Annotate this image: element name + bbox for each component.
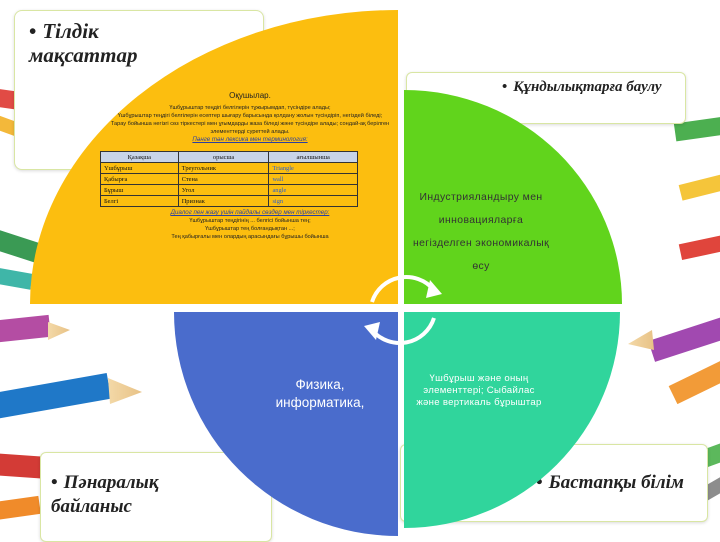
dialog-line-1: Үшбұрыштар теңдігінің ... белгісі бойынш… xyxy=(189,218,311,224)
table-row: Белгі Признак sign xyxy=(100,195,358,207)
dialog-line-3: Тең қабырғалы мен олардың арасындағы бұр… xyxy=(171,234,329,240)
dialog-title: Диалог пен жазу үшін пайдалы сөздер мен … xyxy=(170,209,330,216)
objective-line-1: Үшбұрыштар теңдігі белгілерін тұжырымдап… xyxy=(169,105,331,111)
vocab-cell: Угол xyxy=(177,184,270,196)
green-segment-text: Индустрияландыру мен инновацияларға негі… xyxy=(412,192,550,272)
vocab-cell: Стена xyxy=(177,173,270,185)
vocab-cell: Треугольник xyxy=(177,162,270,174)
card-interdisciplinary-text: Пәнаралық байланыс xyxy=(51,472,159,517)
vocab-cell: Қабырға xyxy=(100,173,179,185)
vocab-table: Қазақша орысша ағылшынша Үшбұрыш Треугол… xyxy=(100,151,358,207)
vocab-cell: Үшбұрыш xyxy=(100,162,179,174)
vocab-header-russian: орысша xyxy=(177,151,270,163)
vocab-header-english: ағылшынша xyxy=(268,151,358,163)
table-row: Қабырға Стена wall xyxy=(100,173,358,185)
table-row: Бұрыш Угол angle xyxy=(100,184,358,196)
objective-line-2: Үшбұрыштар теңдігі белгілерін есептер шы… xyxy=(117,113,383,119)
card-language-goals-text: Тілдік мақсаттар xyxy=(29,19,138,67)
pencil-orange-bottom xyxy=(0,495,41,521)
objective-line-3: Тарау бойынша негізгі сөз тіркестері мен… xyxy=(110,121,390,135)
blue-segment-text: Физика, информатика, xyxy=(275,377,365,410)
vocab-cell: sign xyxy=(268,195,358,207)
pencil-blue-left xyxy=(0,373,142,422)
segment-green xyxy=(404,90,622,304)
card-prior-knowledge-text: Бастапқы білім xyxy=(548,472,684,493)
vocab-header-row: Қазақша орысша ағылшынша xyxy=(100,151,358,163)
yellow-segment-content: Оқушылар. Үшбұрыштар теңдігі белгілерін … xyxy=(100,90,400,241)
vocab-cell: Белгі xyxy=(100,195,179,207)
pencil-purple-right xyxy=(628,316,720,362)
segment-teal xyxy=(404,312,620,528)
card-interdisciplinary: •Пәнаралық байланыс xyxy=(40,452,272,542)
pencil-red-right xyxy=(678,233,720,260)
pencil-orange-right xyxy=(668,359,720,405)
vocab-cell: Признак xyxy=(177,195,270,207)
vocab-cell: wall xyxy=(268,173,358,185)
card-values-text: Құндылықтарға баулу xyxy=(513,79,662,95)
vocab-cell: Бұрыш xyxy=(100,184,179,196)
dialog-line-2: Үшбұрыштар тең болғандықтан ...; xyxy=(205,226,295,232)
vocab-cell: Triangle xyxy=(268,162,358,174)
objectives-heading: Оқушылар. xyxy=(229,91,271,100)
teal-segment-text: Үшбұрыш және оның элементтері; Сыбайлас … xyxy=(416,373,542,408)
vocab-cell: angle xyxy=(268,184,358,196)
pencil-teal-left xyxy=(0,266,34,290)
vocab-header-kazakh: Қазақша xyxy=(100,151,179,163)
circular-arrows-icon xyxy=(364,275,442,345)
pencil-purple-left xyxy=(0,314,70,344)
pencil-green-right xyxy=(673,115,720,142)
table-row: Үшбұрыш Треугольник Triangle xyxy=(100,162,358,174)
vocab-title: Пәнге тән лексика мен терминология: xyxy=(192,136,308,143)
pencil-yellow-right xyxy=(678,172,720,201)
segment-blue xyxy=(174,312,398,536)
